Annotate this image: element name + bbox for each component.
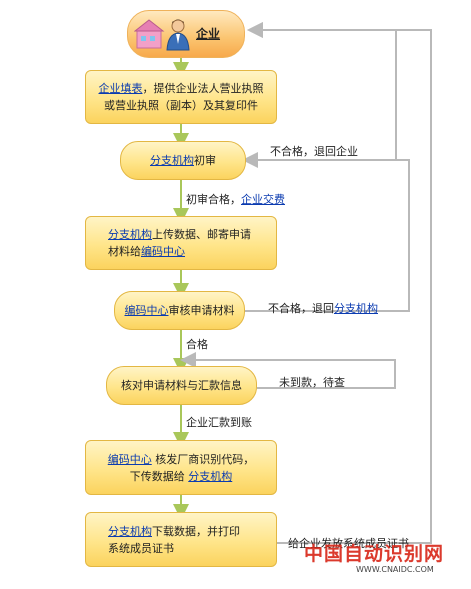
branch-link-step2[interactable]: 分支机构 xyxy=(150,154,194,167)
step-upload-data: 分支机构上传数据、邮寄申请 材料给编码中心 xyxy=(85,216,277,270)
step6-text: 核发厂商识别代码， xyxy=(151,452,255,466)
step-issue-code: 编码中心 核发厂商识别代码， 下传数据给 分支机构 xyxy=(85,440,277,495)
enterprise-pay-link[interactable]: 企业交费 xyxy=(241,193,285,206)
step3-line2-text: 材料给 xyxy=(108,245,141,258)
step5-text: 核对申请材料与汇款信息 xyxy=(121,379,242,392)
step7-text: 下载数据，并打印 xyxy=(152,524,240,538)
coding-center-link-step3[interactable]: 编码中心 xyxy=(141,245,185,258)
step1-line2: 或营业执照（副本）及其复印件 xyxy=(104,99,258,112)
start-node-label: 企业 xyxy=(196,26,221,41)
return-step7-start xyxy=(247,22,432,544)
return-step4-step2 xyxy=(242,152,410,312)
step-coding-center-review: 编码中心审核申请材料 xyxy=(114,291,245,330)
coding-center-link-step6[interactable]: 编码中心 xyxy=(107,452,152,466)
branch-link-reject[interactable]: 分支机构 xyxy=(334,302,378,315)
pass1-text: 初审合格， xyxy=(186,193,241,206)
step-print-certificate: 分支机构下载数据，并打印 系统成员证书 xyxy=(85,512,277,567)
coding-center-link-step4[interactable]: 编码中心 xyxy=(124,304,169,317)
label-reject-to-enterprise: 不合格，退回企业 xyxy=(270,145,358,158)
label-issue-certificate: 给企业发放系统成员证书 xyxy=(288,537,409,550)
label-pass: 合格 xyxy=(186,338,208,351)
step2-text: 初审 xyxy=(194,154,216,167)
step-fill-form: 企业填表，提供企业法人营业执照 或营业执照（副本）及其复印件 xyxy=(85,70,277,124)
start-node-enterprise: 企业 xyxy=(127,10,245,58)
fill-form-link[interactable]: 企业填表 xyxy=(98,82,143,95)
branch-link-step7[interactable]: 分支机构 xyxy=(108,524,152,538)
step3-text: 上传数据、邮寄申请 xyxy=(152,228,251,241)
reject2-text: 不合格，退回 xyxy=(268,302,334,315)
step7-line2: 系统成员证书 xyxy=(108,541,174,555)
watermark-url: WWW.CNAIDC.COM xyxy=(356,565,434,574)
step-branch-review: 分支机构初审 xyxy=(120,141,246,180)
enterprise-icon xyxy=(133,14,194,54)
return-step5-self xyxy=(180,352,396,389)
step-verify-remittance: 核对申请材料与汇款信息 xyxy=(106,366,257,405)
label-reject-to-branch: 不合格，退回分支机构 xyxy=(268,300,378,316)
step1-text: ，提供企业法人营业执照 xyxy=(142,82,264,95)
label-paid: 企业汇款到账 xyxy=(186,416,252,429)
step6-line2-text: 下传数据给 xyxy=(129,469,189,483)
step4-text: 审核申请材料 xyxy=(168,304,235,317)
branch-link-step3[interactable]: 分支机构 xyxy=(108,228,152,241)
label-unpaid: 未到款，待查 xyxy=(279,376,345,389)
label-pass-first-review: 初审合格，企业交费 xyxy=(186,191,285,207)
watermark-brand: 中国自动识别网 xyxy=(304,543,445,565)
branch-link-step6[interactable]: 分支机构 xyxy=(188,469,233,483)
